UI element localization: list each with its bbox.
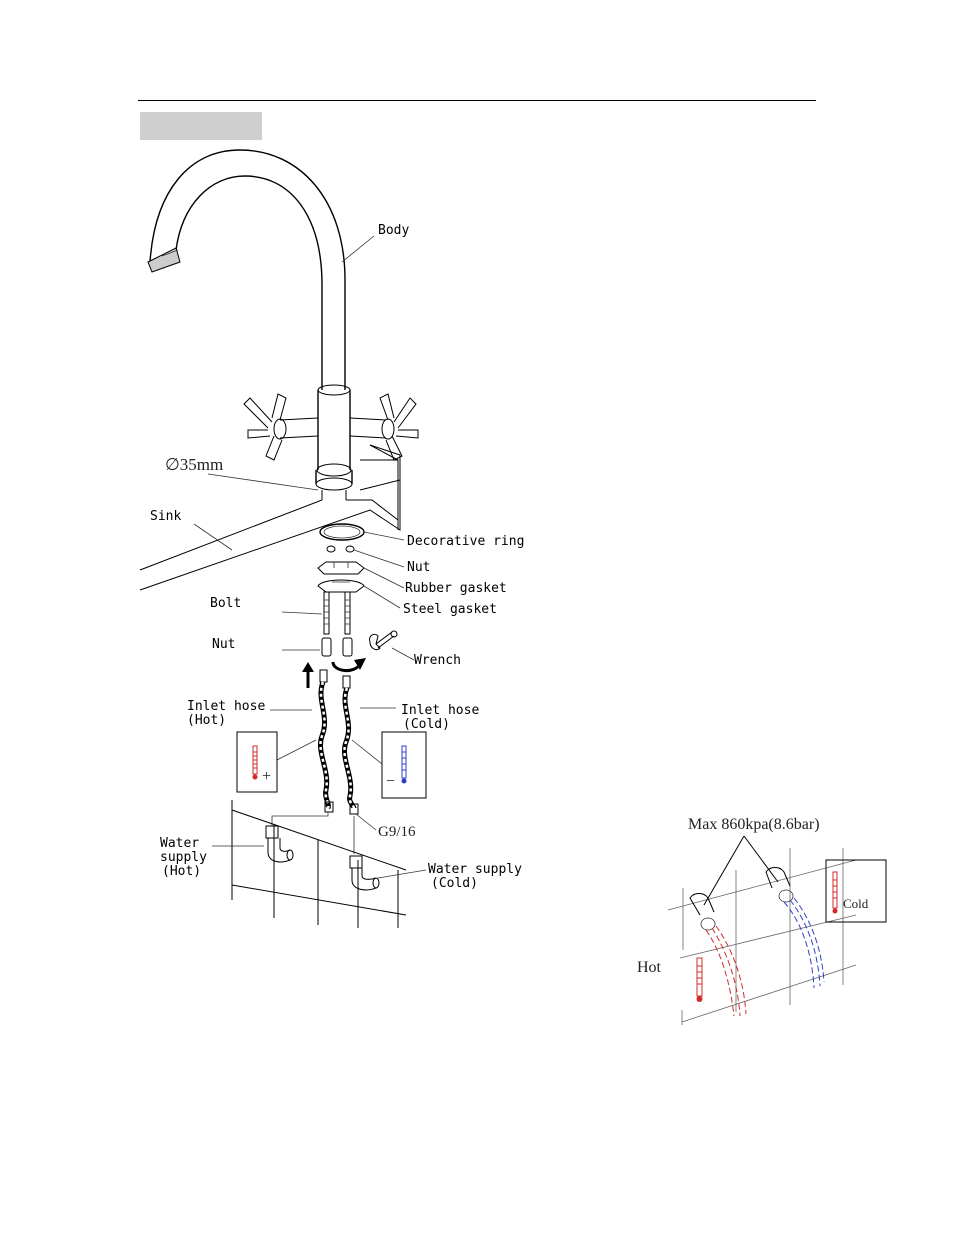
label-supply-cold-2: (Cold)	[431, 876, 478, 891]
label-hot: Hot	[637, 959, 662, 976]
rubber-gasket	[317, 561, 365, 575]
hot-handle	[243, 393, 319, 461]
hot-indicator-box	[236, 731, 317, 793]
sink-counter	[139, 444, 401, 591]
label-supply-cold-1: Water supply	[428, 862, 522, 877]
label-supply-hot-1: Water	[160, 836, 199, 851]
leader-lines	[193, 235, 427, 879]
plus-sign: +	[262, 768, 271, 785]
label-thread: G9/16	[378, 824, 416, 840]
label-supply-hot-3: (Hot)	[162, 864, 201, 879]
label-nut-top: Nut	[407, 560, 430, 575]
inlet-hose-cold	[342, 675, 359, 815]
label-cold: Cold	[843, 896, 869, 911]
lower-nuts	[321, 637, 353, 657]
minus-sign: −	[386, 773, 395, 790]
header-rule	[138, 100, 816, 101]
label-steel-gasket: Steel gasket	[403, 602, 497, 617]
label-sink: Sink	[150, 509, 181, 524]
rotation-arrow-icon	[331, 658, 366, 672]
top-nuts	[326, 545, 355, 553]
label-diameter: ∅35mm	[165, 455, 223, 474]
label-inlet-cold-2: (Cold)	[403, 717, 450, 732]
label-inlet-hot-1: Inlet hose	[187, 699, 265, 714]
faucet-column	[315, 384, 353, 500]
inlet-hose-hot	[318, 669, 334, 813]
water-supply-cold-pipe	[349, 855, 380, 891]
label-inlet-cold-1: Inlet hose	[401, 703, 479, 718]
faucet-spout	[147, 149, 346, 390]
steel-gasket	[317, 579, 365, 593]
cold-indicator-box	[351, 731, 427, 799]
label-bolt: Bolt	[210, 596, 241, 611]
wall-grid	[231, 800, 407, 928]
bolts	[323, 591, 351, 635]
section-tab	[140, 112, 262, 140]
cold-handle	[349, 393, 419, 461]
water-supply-hot-pipe	[265, 825, 294, 863]
label-rubber-gasket: Rubber gasket	[405, 581, 507, 596]
label-wrench: Wrench	[414, 653, 461, 668]
label-inlet-hot-2: (Hot)	[187, 713, 226, 728]
label-max-pressure: Max 860kpa(8.6bar)	[688, 816, 820, 833]
label-nut-lower: Nut	[212, 637, 235, 652]
wrench-icon	[369, 630, 398, 651]
up-arrow-icon	[302, 662, 314, 688]
label-body: Body	[378, 223, 409, 238]
label-decorative-ring: Decorative ring	[407, 534, 524, 549]
pressure-diagram	[667, 835, 887, 1025]
label-supply-hot-2: supply	[160, 850, 207, 865]
